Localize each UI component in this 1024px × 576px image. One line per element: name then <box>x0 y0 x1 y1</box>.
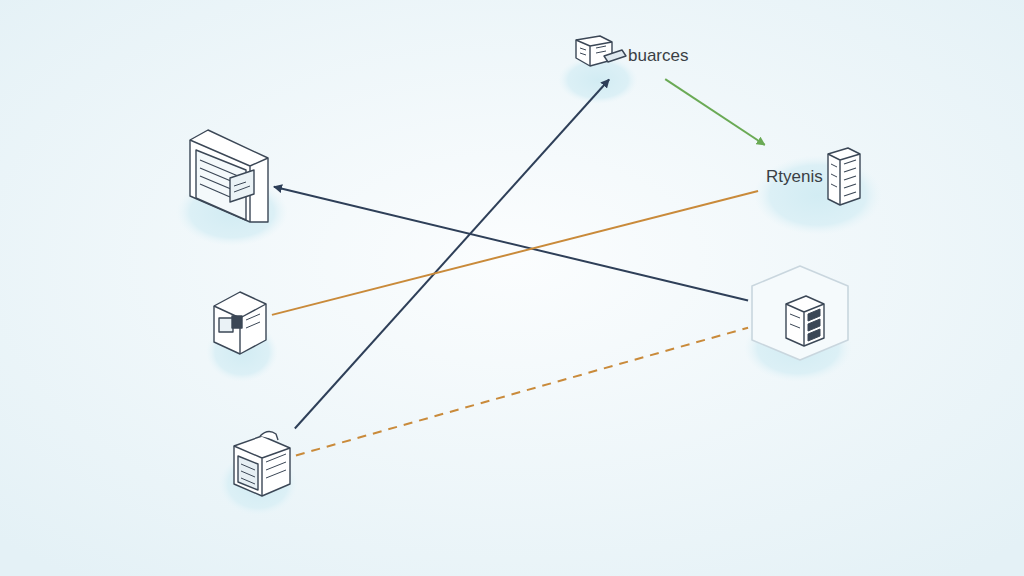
icon-node <box>750 264 850 362</box>
connector <box>274 187 748 301</box>
icon-node <box>210 288 270 358</box>
icon-node <box>186 128 272 224</box>
box-icon <box>576 36 626 66</box>
node-label: buarces <box>628 46 688 66</box>
node-label: Rtyenis <box>766 167 823 187</box>
connector <box>272 191 758 315</box>
icon-node <box>230 430 294 500</box>
panel-box-icon <box>234 431 290 496</box>
icon-node: Rtyenis <box>760 146 867 208</box>
node-grounds <box>176 56 882 516</box>
server-hexagon-icon <box>752 266 848 360</box>
document-icon <box>190 130 268 222</box>
connector <box>296 328 748 456</box>
icons <box>190 36 860 496</box>
connector <box>665 79 765 145</box>
connector <box>295 79 609 428</box>
server-icon <box>828 148 860 205</box>
cube-icon <box>214 292 266 354</box>
icon-node: buarces <box>566 34 694 78</box>
